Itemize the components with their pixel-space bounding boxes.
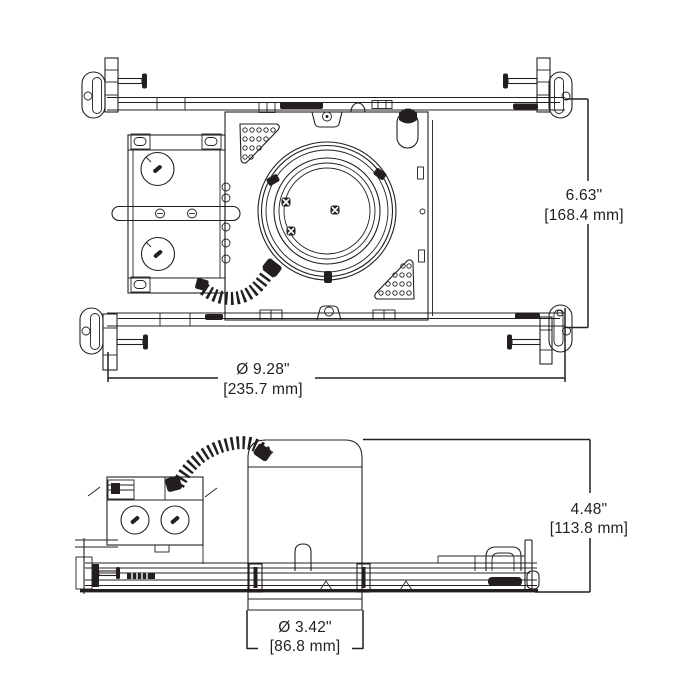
bracket-foot-bottom-left: [79, 307, 148, 371]
can-body: [247, 439, 363, 611]
dim-plan-height-in: 6.63": [566, 187, 603, 204]
torsion-spring-bracket: [294, 543, 312, 571]
can-opening: [257, 141, 397, 283]
dimension-side-height: 4.48" [113.8 mm]: [363, 438, 628, 593]
dim-side-height-mm: [113.8 mm]: [550, 520, 628, 537]
side-view: 4.48" [113.8 mm] Ø 3.42" [86.8 mm]: [75, 436, 628, 655]
mounting-strap: [111, 205, 241, 222]
junction-box-side: [87, 476, 218, 564]
cable-clamp: [107, 479, 135, 500]
torsion-clip: [266, 174, 280, 186]
frame-rails: [80, 562, 540, 593]
junction-box-plan: [111, 133, 241, 294]
dimension-plan-width: Ø 9.28" [235.7 mm]: [107, 308, 566, 398]
socket-screw: [286, 226, 296, 236]
nail-icon: [116, 334, 148, 350]
hanger-bar-top: [107, 96, 565, 111]
flex-conduit-side: [165, 436, 274, 492]
vent-triangle: [374, 259, 415, 300]
dimension-plan-height: 6.63" [168.4 mm]: [544, 98, 624, 329]
bracket-foot-top-right: [503, 57, 573, 119]
side-bracket-left: [75, 538, 120, 594]
knockout: [140, 236, 176, 272]
nail-icon: [503, 73, 538, 89]
knockout: [120, 505, 150, 535]
nail-icon: [507, 334, 541, 350]
nail-icon: [117, 73, 147, 89]
dim-plan-width-in: Ø 9.28": [236, 361, 289, 378]
flex-conduit-plan: [199, 258, 282, 305]
bracket-foot-bottom-right: [507, 304, 573, 365]
dim-side-aperture-mm: [86.8 mm]: [270, 638, 341, 655]
torsion-clip: [373, 168, 387, 180]
knockout: [160, 505, 190, 535]
dim-plan-width-mm: [235.7 mm]: [223, 381, 303, 398]
vent-triangle: [239, 123, 280, 164]
dim-side-aperture-in: Ø 3.42": [278, 619, 331, 636]
knockout: [140, 151, 175, 187]
side-bracket-right: [437, 539, 533, 590]
dim-side-height-in: 4.48": [571, 501, 608, 518]
hanger-bar-bottom: [107, 312, 565, 327]
socket-screw: [330, 205, 340, 215]
wireway-tab: [396, 108, 419, 149]
bracket-foot-top-left: [81, 57, 147, 119]
ruler-marks: [127, 573, 155, 579]
mounting-pan: [221, 100, 433, 321]
torsion-clip: [324, 271, 332, 283]
plan-view: 6.63" [168.4 mm] Ø 9.28" [235.7 mm]: [79, 57, 624, 398]
dimension-side-aperture: Ø 3.42" [86.8 mm]: [246, 610, 364, 655]
dim-plan-height-mm: [168.4 mm]: [544, 207, 624, 224]
socket-screw: [281, 197, 291, 207]
